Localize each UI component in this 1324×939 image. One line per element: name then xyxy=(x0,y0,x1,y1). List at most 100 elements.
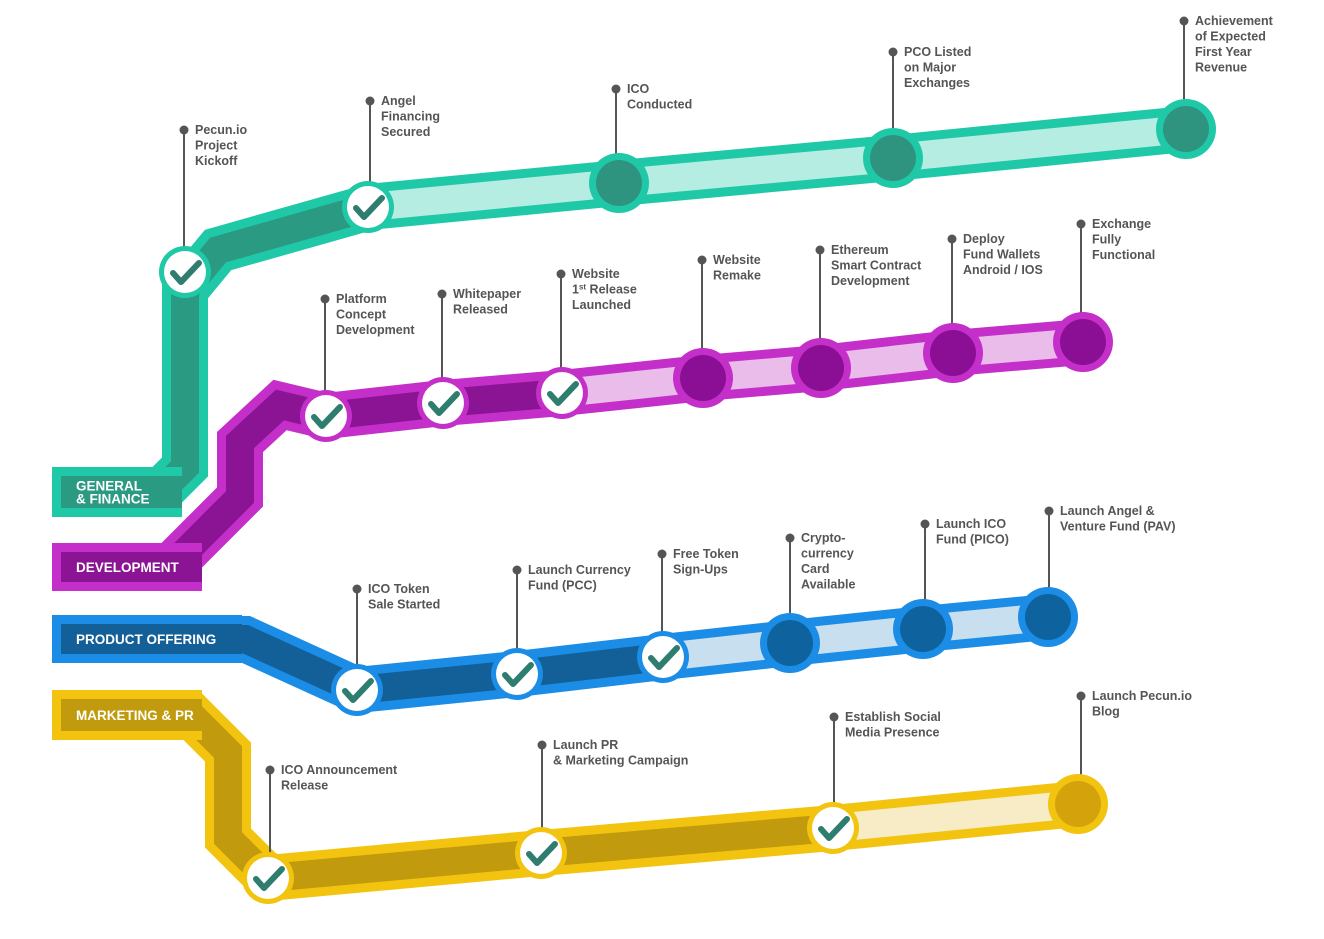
track-name: PRODUCT OFFERING xyxy=(76,632,216,647)
track-name: GENERAL xyxy=(76,479,142,494)
check-icon xyxy=(353,195,385,220)
track-upcoming xyxy=(831,790,1080,842)
milestone-node xyxy=(1060,319,1106,365)
check-icon xyxy=(311,404,343,429)
check-icon xyxy=(253,866,285,891)
track-name: DEVELOPMENT xyxy=(76,560,180,575)
leader-dot xyxy=(512,565,522,575)
check-icon xyxy=(648,645,680,670)
leader-dot xyxy=(815,245,825,255)
leader-dot xyxy=(537,740,547,750)
track-name: & FINANCE xyxy=(76,492,150,507)
track-upcoming xyxy=(661,603,1050,671)
milestone-node xyxy=(870,135,916,181)
leader-dot xyxy=(556,269,566,279)
milestone-label: Launch Angel &Venture Fund (PAV) xyxy=(1060,504,1176,534)
check-icon xyxy=(818,816,850,841)
milestone-label: Launch PR& Marketing Campaign xyxy=(553,738,688,768)
leader-dot xyxy=(352,584,362,594)
track-tag-fill xyxy=(61,699,202,731)
milestone-node xyxy=(680,355,726,401)
check-icon xyxy=(502,662,534,687)
check-icon xyxy=(170,260,202,285)
milestone: Launch PR& Marketing Campaign xyxy=(515,738,688,879)
track-tag-fill xyxy=(61,624,242,654)
leader-dot xyxy=(437,289,447,299)
milestone-node xyxy=(596,160,642,206)
check-icon xyxy=(428,391,460,416)
milestone-node xyxy=(1163,106,1209,152)
leader-dot xyxy=(697,255,707,265)
track-name: MARKETING & PR xyxy=(76,708,194,723)
milestone-node xyxy=(305,395,347,437)
leader-dot xyxy=(265,765,275,775)
leader-dot xyxy=(1076,691,1086,701)
leader-dot xyxy=(829,712,839,722)
track-upcoming xyxy=(366,115,1188,221)
milestone-node xyxy=(164,251,206,293)
leader-dot xyxy=(179,125,189,135)
leader-dot xyxy=(1179,16,1189,26)
track-completed xyxy=(52,193,374,506)
leader-dot xyxy=(920,519,930,529)
leader-dot xyxy=(657,549,667,559)
leader-dot xyxy=(365,96,375,106)
milestone-node xyxy=(347,186,389,228)
leader-dot xyxy=(785,533,795,543)
milestone-node xyxy=(900,606,946,652)
milestone-node xyxy=(247,857,289,899)
leader-dot xyxy=(947,234,957,244)
leader-dot xyxy=(1076,219,1086,229)
milestone-node xyxy=(541,372,583,414)
milestone-node xyxy=(422,382,464,424)
check-icon xyxy=(526,841,558,866)
milestone-node xyxy=(767,620,813,666)
check-icon xyxy=(342,678,374,703)
milestone-node xyxy=(930,330,976,376)
leader-dot xyxy=(320,294,330,304)
milestone-node xyxy=(496,653,538,695)
milestone: Launch Angel &Venture Fund (PAV) xyxy=(1018,504,1176,647)
